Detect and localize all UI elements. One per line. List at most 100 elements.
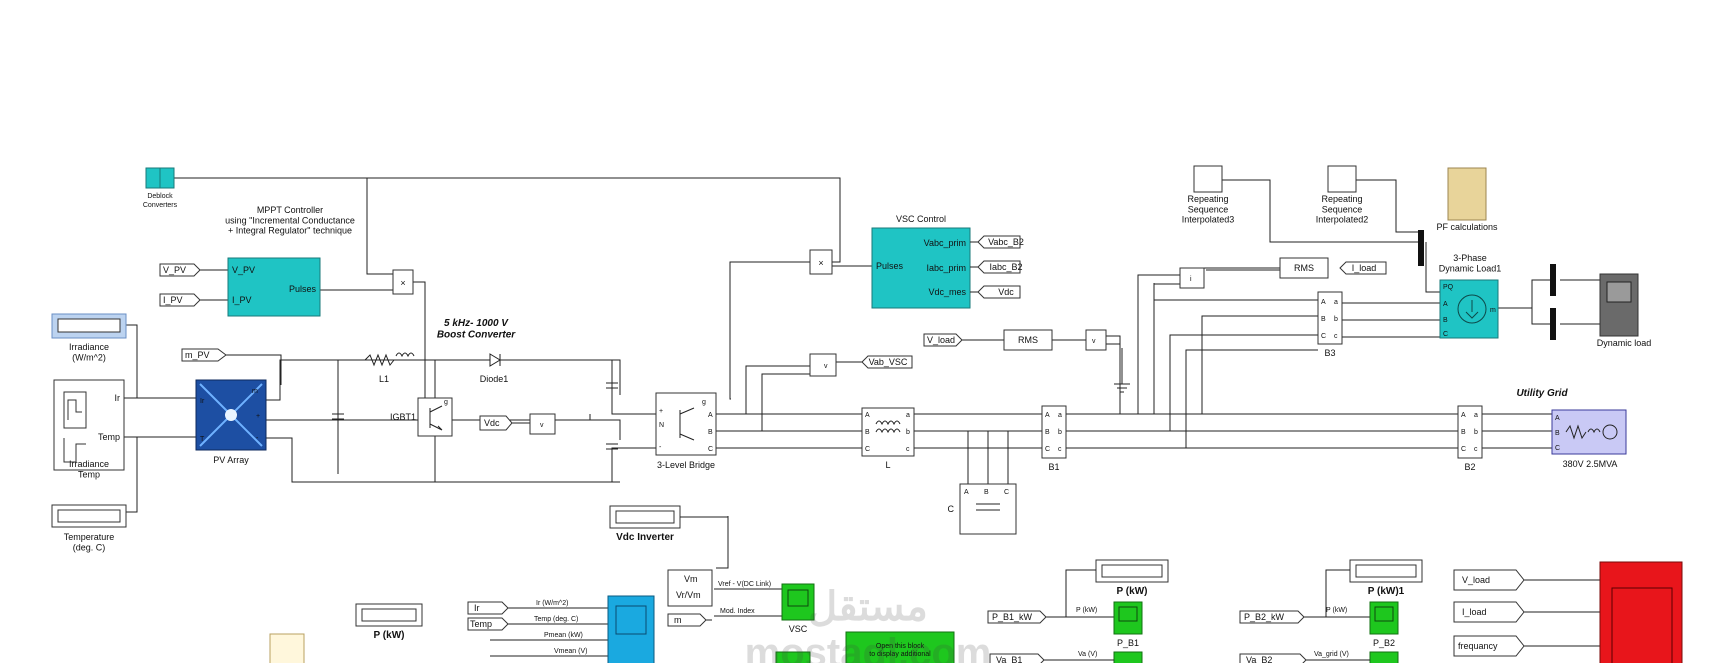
tag-mpv[interactable]: m_PV bbox=[181, 348, 227, 362]
pf-calculations-block[interactable] bbox=[1447, 167, 1487, 221]
tag-m[interactable]: m bbox=[667, 613, 707, 627]
repeating-sequence-2[interactable] bbox=[1327, 165, 1357, 193]
tag-iabc-b2[interactable]: Iabc_B2 bbox=[977, 260, 1023, 274]
three-level-bridge[interactable]: g + N - A B C bbox=[655, 392, 717, 456]
tag-vload-right[interactable]: V_load bbox=[1453, 569, 1525, 591]
va-b2-scope[interactable] bbox=[1369, 651, 1399, 667]
bus-b1[interactable]: A B C a b c bbox=[1041, 405, 1067, 459]
diode1[interactable] bbox=[489, 353, 501, 367]
pkw-b2-display[interactable] bbox=[1349, 559, 1423, 583]
svg-text:-: - bbox=[256, 435, 259, 442]
svg-text:B: B bbox=[708, 429, 713, 436]
svg-text:C: C bbox=[708, 446, 713, 453]
sig-pmean: Pmean (kW) bbox=[544, 632, 583, 639]
svg-text:Temp: Temp bbox=[470, 619, 492, 629]
voltage-meas-vab[interactable]: v bbox=[809, 353, 837, 377]
tag-vdc-left[interactable]: Vdc bbox=[479, 415, 513, 431]
mean-values-scope[interactable] bbox=[607, 595, 655, 667]
bus-b3[interactable]: A B C a b c bbox=[1317, 291, 1343, 345]
utility-grid-block[interactable]: A B C bbox=[1551, 409, 1627, 455]
svg-text:c: c bbox=[1474, 446, 1478, 453]
tag-iload-top[interactable]: I_load bbox=[1339, 261, 1387, 275]
voltage-meas-load[interactable]: v bbox=[1085, 329, 1107, 351]
current-meas-load[interactable]: i bbox=[1179, 267, 1205, 289]
svg-text:×: × bbox=[818, 258, 823, 268]
tag-vabc-b2[interactable]: Vabc_B2 bbox=[977, 235, 1024, 249]
inductor-l1[interactable] bbox=[364, 352, 415, 367]
tag-ipv[interactable]: I_PV bbox=[159, 293, 201, 307]
mppt-controller-block[interactable]: V_PV I_PV Pulses bbox=[227, 257, 321, 317]
tag-vload[interactable]: V_load bbox=[923, 333, 963, 347]
svg-text:a: a bbox=[1474, 412, 1478, 419]
tag-vab-vsc[interactable]: Vab_VSC bbox=[861, 355, 913, 369]
irradiance-display[interactable] bbox=[51, 313, 127, 339]
product-block-2[interactable]: × bbox=[809, 249, 833, 275]
diode1-label: Diode1 bbox=[480, 374, 509, 384]
temperature-display[interactable] bbox=[51, 504, 127, 528]
pkw-left-display[interactable] bbox=[355, 603, 423, 627]
bus-b2[interactable]: A B C a b c bbox=[1457, 405, 1483, 459]
svg-text:B: B bbox=[865, 429, 870, 436]
repeating-sequence-3[interactable] bbox=[1193, 165, 1223, 193]
tag-iload-right[interactable]: I_load bbox=[1453, 601, 1525, 623]
dynamic-load-block[interactable]: PQ A B C m bbox=[1439, 279, 1499, 339]
tag-vdc-vsc[interactable]: Vdc bbox=[977, 285, 1021, 299]
tag-temp-bottom[interactable]: Temp bbox=[467, 617, 509, 631]
rms-block-vload[interactable]: RMS bbox=[1003, 329, 1053, 351]
svg-text:C: C bbox=[1004, 489, 1009, 496]
shunt-capacitor-c[interactable]: A B C bbox=[959, 483, 1017, 535]
deblock-converters-block[interactable] bbox=[145, 167, 175, 189]
pv-measurement-block[interactable] bbox=[269, 633, 305, 665]
p-b1-scope[interactable] bbox=[1113, 601, 1143, 635]
capacitor-pv[interactable] bbox=[332, 413, 344, 420]
capacitor-dc-bottom[interactable] bbox=[606, 443, 618, 450]
tag-p-b2-kw[interactable]: P_B2_kW bbox=[1239, 610, 1305, 624]
bus-b3-label: B3 bbox=[1324, 348, 1335, 358]
tag-ir-bottom[interactable]: Ir bbox=[467, 601, 509, 615]
product-block-1[interactable]: × bbox=[392, 269, 414, 295]
vsc-scope[interactable] bbox=[781, 583, 815, 621]
vsc-control-block[interactable]: Vabc_prim Iabc_prim Vdc_mes Pulses bbox=[871, 227, 971, 309]
irradiance-display-label: Irradiance(W/m^2) bbox=[69, 342, 109, 362]
pkw-b2-title: P (kW)1 bbox=[1368, 586, 1405, 597]
demux-1[interactable] bbox=[1550, 264, 1556, 296]
dynamic-load-scope-label: Dynamic load bbox=[1597, 338, 1652, 348]
pv-array-block[interactable]: m Ir T + - bbox=[195, 379, 267, 451]
svg-text:B: B bbox=[1443, 317, 1448, 324]
pkw-b1-sig: P (kW) bbox=[1076, 607, 1097, 614]
svg-text:A: A bbox=[1321, 299, 1326, 306]
pkw-b1-display[interactable] bbox=[1095, 559, 1169, 583]
tag-frequency-right[interactable]: frequancy bbox=[1453, 635, 1525, 657]
vdc-inverter-display[interactable] bbox=[609, 505, 681, 529]
svg-text:V_load: V_load bbox=[927, 335, 955, 345]
tag-va-b1[interactable]: Va_B1 bbox=[989, 653, 1045, 667]
rms-block-iload[interactable]: RMS bbox=[1279, 257, 1329, 279]
tag-p-b1-kw[interactable]: P_B1_kW bbox=[987, 610, 1047, 624]
tag-va-b2[interactable]: Va_B2 bbox=[1239, 653, 1307, 667]
tag-vpv[interactable]: V_PV bbox=[159, 263, 201, 277]
voltage-meas-dc[interactable]: v bbox=[529, 413, 556, 435]
series-inductor-l[interactable]: A B C a b c bbox=[861, 407, 915, 457]
vm-block[interactable]: Vm Vr/Vm bbox=[667, 569, 713, 607]
red-scope[interactable] bbox=[1599, 561, 1683, 667]
igbt1[interactable]: g bbox=[417, 397, 453, 437]
va-b1-scope[interactable] bbox=[1113, 651, 1143, 667]
p-b2-scope[interactable] bbox=[1369, 601, 1399, 635]
demux-2[interactable] bbox=[1550, 308, 1556, 340]
bus-b1-label: B1 bbox=[1048, 462, 1059, 472]
irradiance-temp-source[interactable]: Ir Temp bbox=[53, 379, 125, 471]
ground-symbol bbox=[1114, 383, 1130, 393]
mppt-port-vpv: V_PV bbox=[232, 265, 255, 275]
signal-wires bbox=[124, 177, 1600, 657]
capacitor-dc-top[interactable] bbox=[606, 382, 618, 389]
mux-pq[interactable] bbox=[1418, 230, 1424, 266]
series-inductor-l-label: L bbox=[885, 460, 890, 470]
dynamic-load-scope[interactable] bbox=[1599, 273, 1639, 337]
svg-text:b: b bbox=[1474, 429, 1478, 436]
